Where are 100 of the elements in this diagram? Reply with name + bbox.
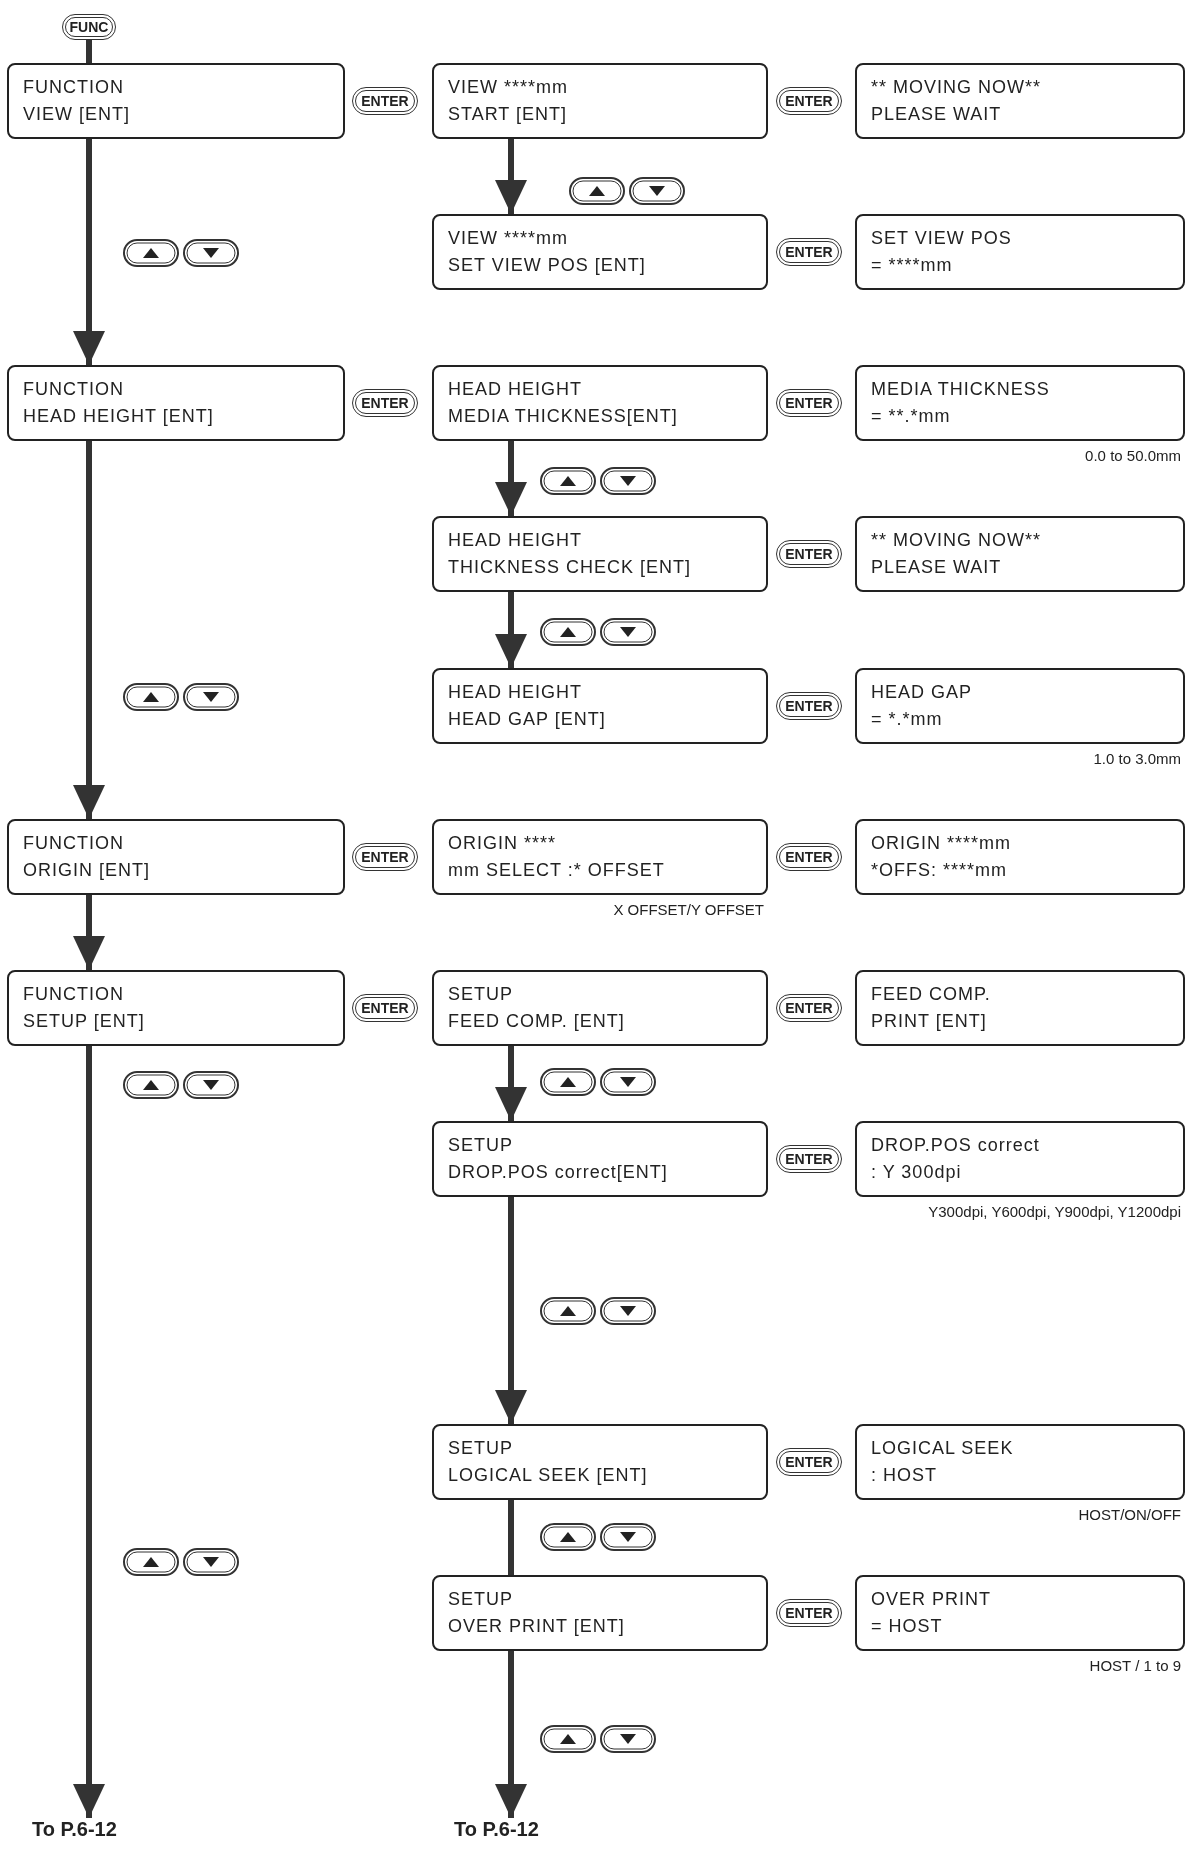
lcd-display-box	[432, 1424, 768, 1500]
display-text: = *.*mm	[871, 709, 944, 730]
display-text: THICKNESS CHECK [ENT]	[448, 557, 693, 578]
lcd-display-box	[432, 970, 768, 1046]
display-text: START [ENT]	[448, 104, 569, 125]
key-button: ENTER	[352, 389, 418, 417]
display-text: HEAD HEIGHT	[448, 379, 583, 400]
lcd-display-box	[855, 214, 1185, 290]
display-text: SETUP	[448, 1589, 514, 1610]
lcd-display-box	[432, 365, 768, 441]
lcd-display-box	[855, 1424, 1185, 1500]
display-text: = ****mm	[871, 255, 954, 276]
flow-arrow	[495, 592, 527, 668]
key-button: ENTER	[352, 843, 418, 871]
lcd-display-box	[432, 1575, 768, 1651]
range-note: HOST/ON/OFF	[1077, 1506, 1181, 1523]
display-text: ORIGIN ****	[448, 833, 558, 854]
display-text: OVER PRINT	[871, 1589, 992, 1610]
key-button: ENTER	[776, 692, 842, 720]
key-button: ENTER	[352, 994, 418, 1022]
key-button: ENTER	[352, 87, 418, 115]
display-text: PLEASE WAIT	[871, 557, 1003, 578]
flow-arrow	[495, 1046, 527, 1121]
lcd-display-box	[855, 516, 1185, 592]
display-text: = HOST	[871, 1616, 944, 1637]
display-text: VIEW ****mm	[448, 77, 569, 98]
range-note: 0.0 to 50.0mm	[1084, 447, 1181, 464]
lcd-display-box	[855, 63, 1185, 139]
display-text: LOGICAL SEEK [ENT]	[448, 1465, 649, 1486]
display-text: FUNCTION	[23, 379, 125, 400]
display-text: SETUP [ENT]	[23, 1011, 146, 1032]
flow-arrow	[73, 441, 105, 819]
display-text: HEAD GAP [ENT]	[448, 709, 607, 730]
lcd-display-box	[432, 63, 768, 139]
key-button: ENTER	[776, 389, 842, 417]
key-button: FUNC	[62, 14, 116, 40]
lcd-display-box	[432, 516, 768, 592]
page-reference: To P.6-12	[32, 1818, 152, 1844]
range-note: HOST / 1 to 9	[1088, 1657, 1181, 1674]
display-text: FEED COMP.	[871, 984, 992, 1005]
display-text: MEDIA THICKNESS	[871, 379, 1051, 400]
display-text: SET VIEW POS [ENT]	[448, 255, 647, 276]
display-text: VIEW [ENT]	[23, 104, 131, 125]
page-reference: To P.6-12	[454, 1818, 574, 1844]
flow-line	[508, 1500, 514, 1575]
flow-arrow	[73, 139, 105, 365]
lcd-display-box	[855, 1121, 1185, 1197]
display-text: HEAD HEIGHT	[448, 682, 583, 703]
display-text: OVER PRINT [ENT]	[448, 1616, 626, 1637]
display-text: LOGICAL SEEK	[871, 1438, 1015, 1459]
display-text: FEED COMP. [ENT]	[448, 1011, 626, 1032]
display-text: ORIGIN ****mm	[871, 833, 1012, 854]
display-text: FUNCTION	[23, 77, 125, 98]
range-note: X OFFSET/Y OFFSET	[612, 901, 764, 918]
display-text: VIEW ****mm	[448, 228, 569, 249]
key-button: ENTER	[776, 843, 842, 871]
display-text: = **.*mm	[871, 406, 952, 427]
key-button: ENTER	[776, 540, 842, 568]
display-text: PLEASE WAIT	[871, 104, 1003, 125]
flow-arrow	[495, 1651, 527, 1818]
lcd-display-box	[432, 668, 768, 744]
display-text: MEDIA THICKNESS[ENT]	[448, 406, 679, 427]
lcd-display-box	[855, 365, 1185, 441]
range-note: 1.0 to 3.0mm	[1092, 750, 1181, 767]
display-text: FUNCTION	[23, 833, 125, 854]
key-button: ENTER	[776, 238, 842, 266]
key-button: ENTER	[776, 1599, 842, 1627]
flow-line	[86, 40, 92, 63]
display-text: HEAD GAP	[871, 682, 974, 703]
key-button: ENTER	[776, 87, 842, 115]
display-text: SETUP	[448, 1135, 514, 1156]
display-text: : Y 300dpi	[871, 1162, 963, 1183]
display-text: ** MOVING NOW**	[871, 530, 1042, 551]
flow-arrow	[73, 895, 105, 970]
lcd-display-box	[7, 365, 345, 441]
lcd-display-box	[432, 1121, 768, 1197]
lcd-display-box	[7, 63, 345, 139]
display-text: PRINT [ENT]	[871, 1011, 988, 1032]
lcd-display-box	[855, 668, 1185, 744]
flow-arrow	[495, 441, 527, 516]
display-text: FUNCTION	[23, 984, 125, 1005]
display-text: mm SELECT :* OFFSET	[448, 860, 666, 881]
display-text: SET VIEW POS	[871, 228, 1013, 249]
display-text: SETUP	[448, 984, 514, 1005]
lcd-display-box	[432, 214, 768, 290]
key-button: ENTER	[776, 1448, 842, 1476]
lcd-display-box	[855, 970, 1185, 1046]
display-text: ** MOVING NOW**	[871, 77, 1042, 98]
display-text: DROP.POS correct	[871, 1135, 1041, 1156]
range-note: Y300dpi, Y600dpi, Y900dpi, Y1200dpi	[927, 1203, 1181, 1220]
flow-arrow	[495, 139, 527, 214]
display-text: HEAD HEIGHT [ENT]	[23, 406, 215, 427]
display-text: ORIGIN [ENT]	[23, 860, 151, 881]
lcd-display-box	[7, 970, 345, 1046]
flow-arrow	[73, 1046, 105, 1818]
display-text: DROP.POS correct[ENT]	[448, 1162, 669, 1183]
lcd-display-box	[855, 819, 1185, 895]
key-button: ENTER	[776, 994, 842, 1022]
lcd-display-box	[432, 819, 768, 895]
lcd-display-box	[855, 1575, 1185, 1651]
